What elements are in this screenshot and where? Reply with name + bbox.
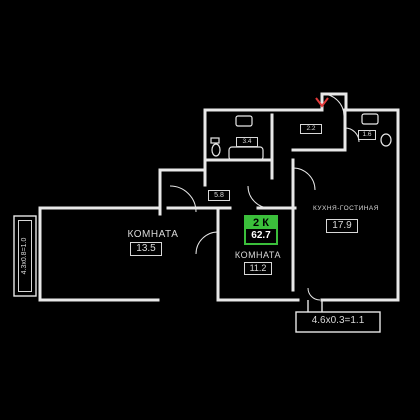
bottom-balcony-label: 4.6x0.3=1.1 — [311, 315, 365, 326]
bath-area: 3.4 — [236, 137, 258, 147]
door-swing — [344, 127, 360, 143]
bathtub — [228, 146, 264, 161]
wc-area: 1.6 — [358, 130, 376, 140]
bottom-balcony — [295, 311, 381, 333]
door-swing — [292, 167, 316, 191]
toilet — [211, 143, 221, 157]
sink — [235, 115, 253, 127]
left-balcony-label: 4.3x0.8=1.0 — [18, 220, 32, 292]
door-swing — [195, 231, 219, 255]
room2-name: КОМНАТА — [234, 250, 282, 260]
door-swing — [169, 185, 197, 213]
hall-area: 5.8 — [208, 190, 230, 201]
toilet — [380, 133, 392, 147]
entrance-marker-icon — [315, 97, 329, 108]
total-area-label: 62.7 — [251, 230, 271, 241]
kitchen-area: 17.9 — [326, 219, 358, 233]
sink — [361, 113, 379, 125]
toilet-tank — [210, 137, 220, 144]
door-swing — [307, 287, 321, 301]
outer-wall — [38, 92, 400, 302]
outer-wall-bottom — [38, 206, 160, 302]
apartment-badge: 2 К 62.7 — [244, 215, 278, 245]
room1-area: 13.5 — [130, 242, 162, 256]
door-swing — [247, 185, 271, 209]
rooms-count-label: 2 К — [246, 217, 276, 229]
room1-name: КОМНАТА — [127, 229, 179, 240]
kitchen-name: КУХНЯ-ГОСТИНАЯ — [313, 205, 379, 212]
room2-area: 11.2 — [244, 262, 272, 275]
left-balcony — [13, 215, 37, 297]
corridor-area: 2.2 — [300, 124, 322, 134]
entrance-door-swing — [321, 93, 345, 117]
